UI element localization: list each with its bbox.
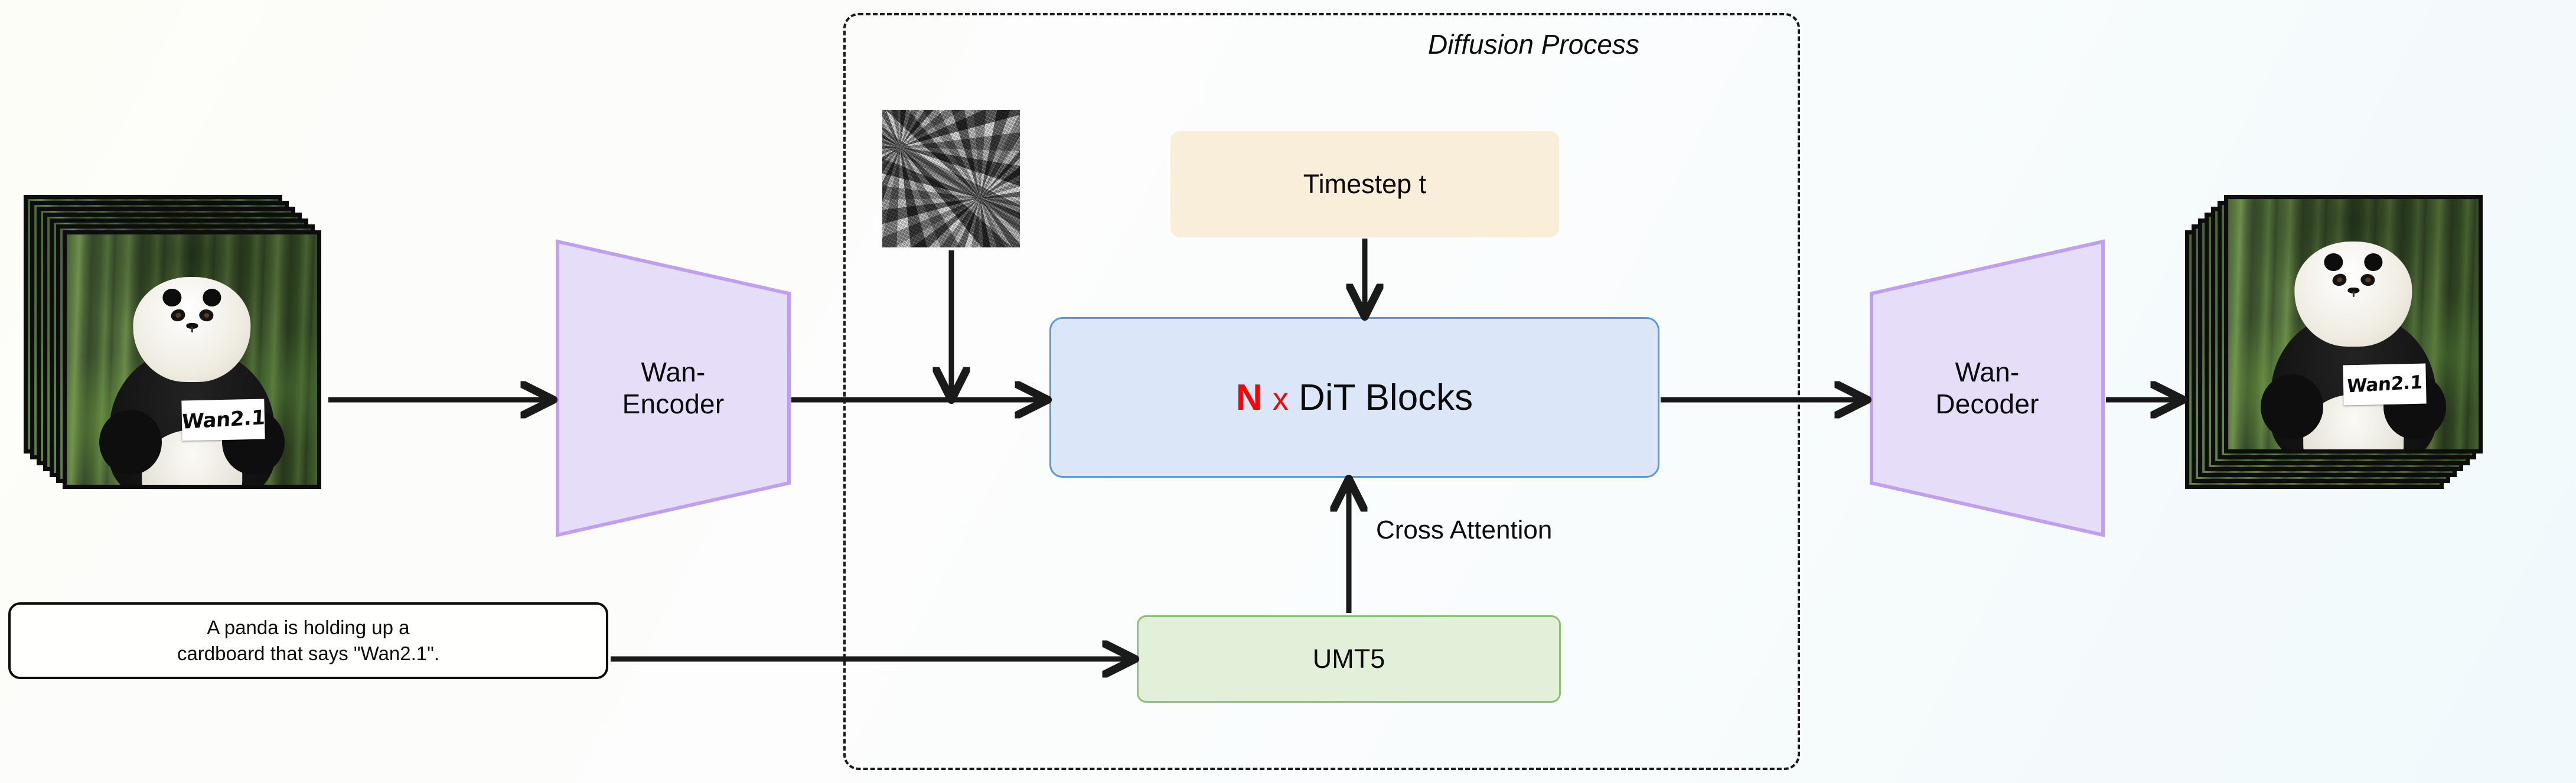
encoder-label-line-1: Wan-: [641, 357, 706, 388]
panda-sign: Wan2.1: [181, 399, 265, 441]
diffusion-process-region: [843, 13, 1800, 770]
cross-attention-label: Cross Attention: [1376, 516, 1553, 544]
dit-multiply-symbol: x: [1272, 381, 1289, 417]
dit-n-symbol: N: [1235, 377, 1263, 418]
decoder-label-line-2: Decoder: [1935, 388, 2039, 419]
decoder-trapezoid-shape: [1870, 239, 2105, 537]
input-video-frame-stack: Wan2.1: [24, 195, 321, 490]
prompt-text-box[interactable]: A panda is holding up a cardboard that s…: [8, 602, 608, 679]
panda-sign-text: Wan2.1: [2346, 371, 2424, 397]
encoder-label: Wan- Encoder: [555, 239, 791, 537]
wan-encoder-block[interactable]: Wan- Encoder: [555, 239, 791, 537]
panda-illustration: [67, 234, 317, 485]
prompt-line-1: A panda is holding up a: [207, 616, 410, 639]
dit-blocks-text: DiT Blocks: [1299, 377, 1473, 418]
decoder-label-line-1: Wan-: [1955, 357, 2020, 388]
encoder-trapezoid-shape: [556, 239, 791, 537]
panda-illustration: [2228, 199, 2479, 449]
video-frame-front: Wan2.1: [63, 230, 321, 489]
wan-decoder-block[interactable]: Wan- Decoder: [1869, 239, 2105, 537]
noise-latent-patch: [882, 110, 1020, 247]
umt5-text-encoder-block[interactable]: UMT5: [1137, 615, 1561, 703]
diffusion-process-label: Diffusion Process: [1428, 29, 1639, 60]
timestep-label: Timestep t: [1303, 169, 1427, 199]
decoder-label: Wan- Decoder: [1869, 239, 2105, 537]
dit-blocks-label: N x DiT Blocks: [1236, 377, 1473, 419]
prompt-text: A panda is holding up a cardboard that s…: [177, 615, 439, 666]
prompt-line-2: cardboard that says "Wan2.1".: [177, 642, 440, 664]
dit-blocks-block[interactable]: N x DiT Blocks: [1049, 317, 1659, 478]
video-frame-front: Wan2.1: [2224, 195, 2483, 454]
timestep-block[interactable]: Timestep t: [1170, 131, 1559, 237]
encoder-label-line-2: Encoder: [622, 388, 725, 419]
output-video-frame-stack: Wan2.1: [2185, 195, 2492, 490]
panda-sign: Wan2.1: [2343, 363, 2427, 406]
umt5-label: UMT5: [1312, 644, 1385, 674]
panda-sign-text: Wan2.1: [181, 405, 266, 434]
